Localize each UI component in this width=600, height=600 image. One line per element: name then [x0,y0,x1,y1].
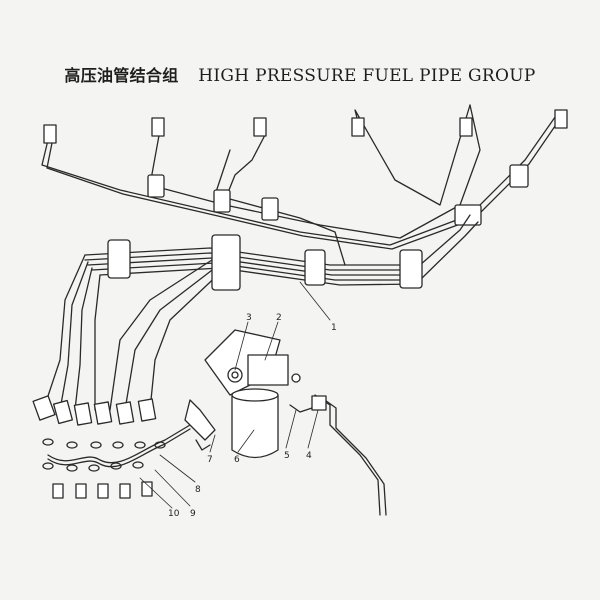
lower-clamps [107,234,423,291]
return-line [47,428,191,468]
union-nut [137,398,157,422]
union-nut [151,117,165,137]
upper-fittings [43,109,568,144]
pump-feed-pipes [44,254,226,411]
callout-5: 5 [284,451,290,461]
bolt-row [52,481,153,499]
bolt [97,483,109,499]
callout-10: 10 [168,509,180,519]
banjo-fitting [184,399,216,441]
callout-4: 4 [306,451,312,461]
callout-7: 7 [207,455,213,465]
return-line [47,424,191,464]
filter-assembly [184,329,387,516]
union-nut [93,401,113,425]
callout-8: 8 [195,485,201,495]
clamp [213,189,231,213]
clamp [509,164,529,188]
clamp [399,249,423,289]
union-nut [115,401,135,425]
pump-end-fittings [32,395,157,426]
union-nut [554,109,568,129]
union-nut [459,117,473,137]
clamp [147,174,165,198]
union-nut [311,395,327,411]
callout-3: 3 [246,313,252,323]
clamp [261,197,279,221]
leader-lines [139,281,331,509]
union-nut [43,124,57,144]
title-english: HIGH PRESSURE FUEL PIPE GROUP [198,66,536,86]
filter-canister [231,394,279,459]
filter-head [247,354,289,386]
union-nut [32,395,56,421]
lower-pipe-bundle [84,214,479,286]
union-nut [351,117,365,137]
callout-1: 1 [331,323,337,333]
title-chinese: 高压油管结合组 [64,66,179,85]
diagram-title: 高压油管结合组 HIGH PRESSURE FUEL PIPE GROUP [0,62,600,86]
callout-labels: 1 2 3 4 5 6 7 8 9 10 [168,313,337,519]
callout-6: 6 [234,455,240,465]
bolt [119,483,131,499]
clamp [454,204,482,226]
clamp [304,249,326,286]
bolt [75,483,87,499]
feed-pipe [314,394,381,516]
bolt [52,483,64,499]
upper-clamps [147,164,529,226]
union-nut [253,117,267,137]
union-nut [73,402,93,426]
callout-2: 2 [276,313,282,323]
callout-9: 9 [190,509,196,519]
clamp [211,234,241,291]
union-nut [53,399,73,425]
clamp [107,239,131,279]
